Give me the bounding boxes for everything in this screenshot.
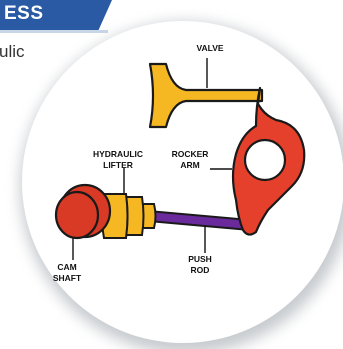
push-rod-label-line2: ROD [191, 265, 210, 275]
cam-shaft-label-line1: CAM [57, 262, 76, 272]
lifter-label-line1: HYDRAULIC [93, 149, 143, 159]
push-rod-label-line1: PUSH [188, 254, 212, 264]
rocker-arm-label-line2: ARM [180, 160, 199, 170]
lifter-label-line2: LIFTER [103, 160, 133, 170]
cam-shaft-label-line2: SHAFT [53, 273, 82, 283]
valve-label: VALVE [196, 43, 223, 53]
rocker-pivot-hole [245, 140, 285, 180]
rocker-arm-label-line1: ROCKER [172, 149, 209, 159]
